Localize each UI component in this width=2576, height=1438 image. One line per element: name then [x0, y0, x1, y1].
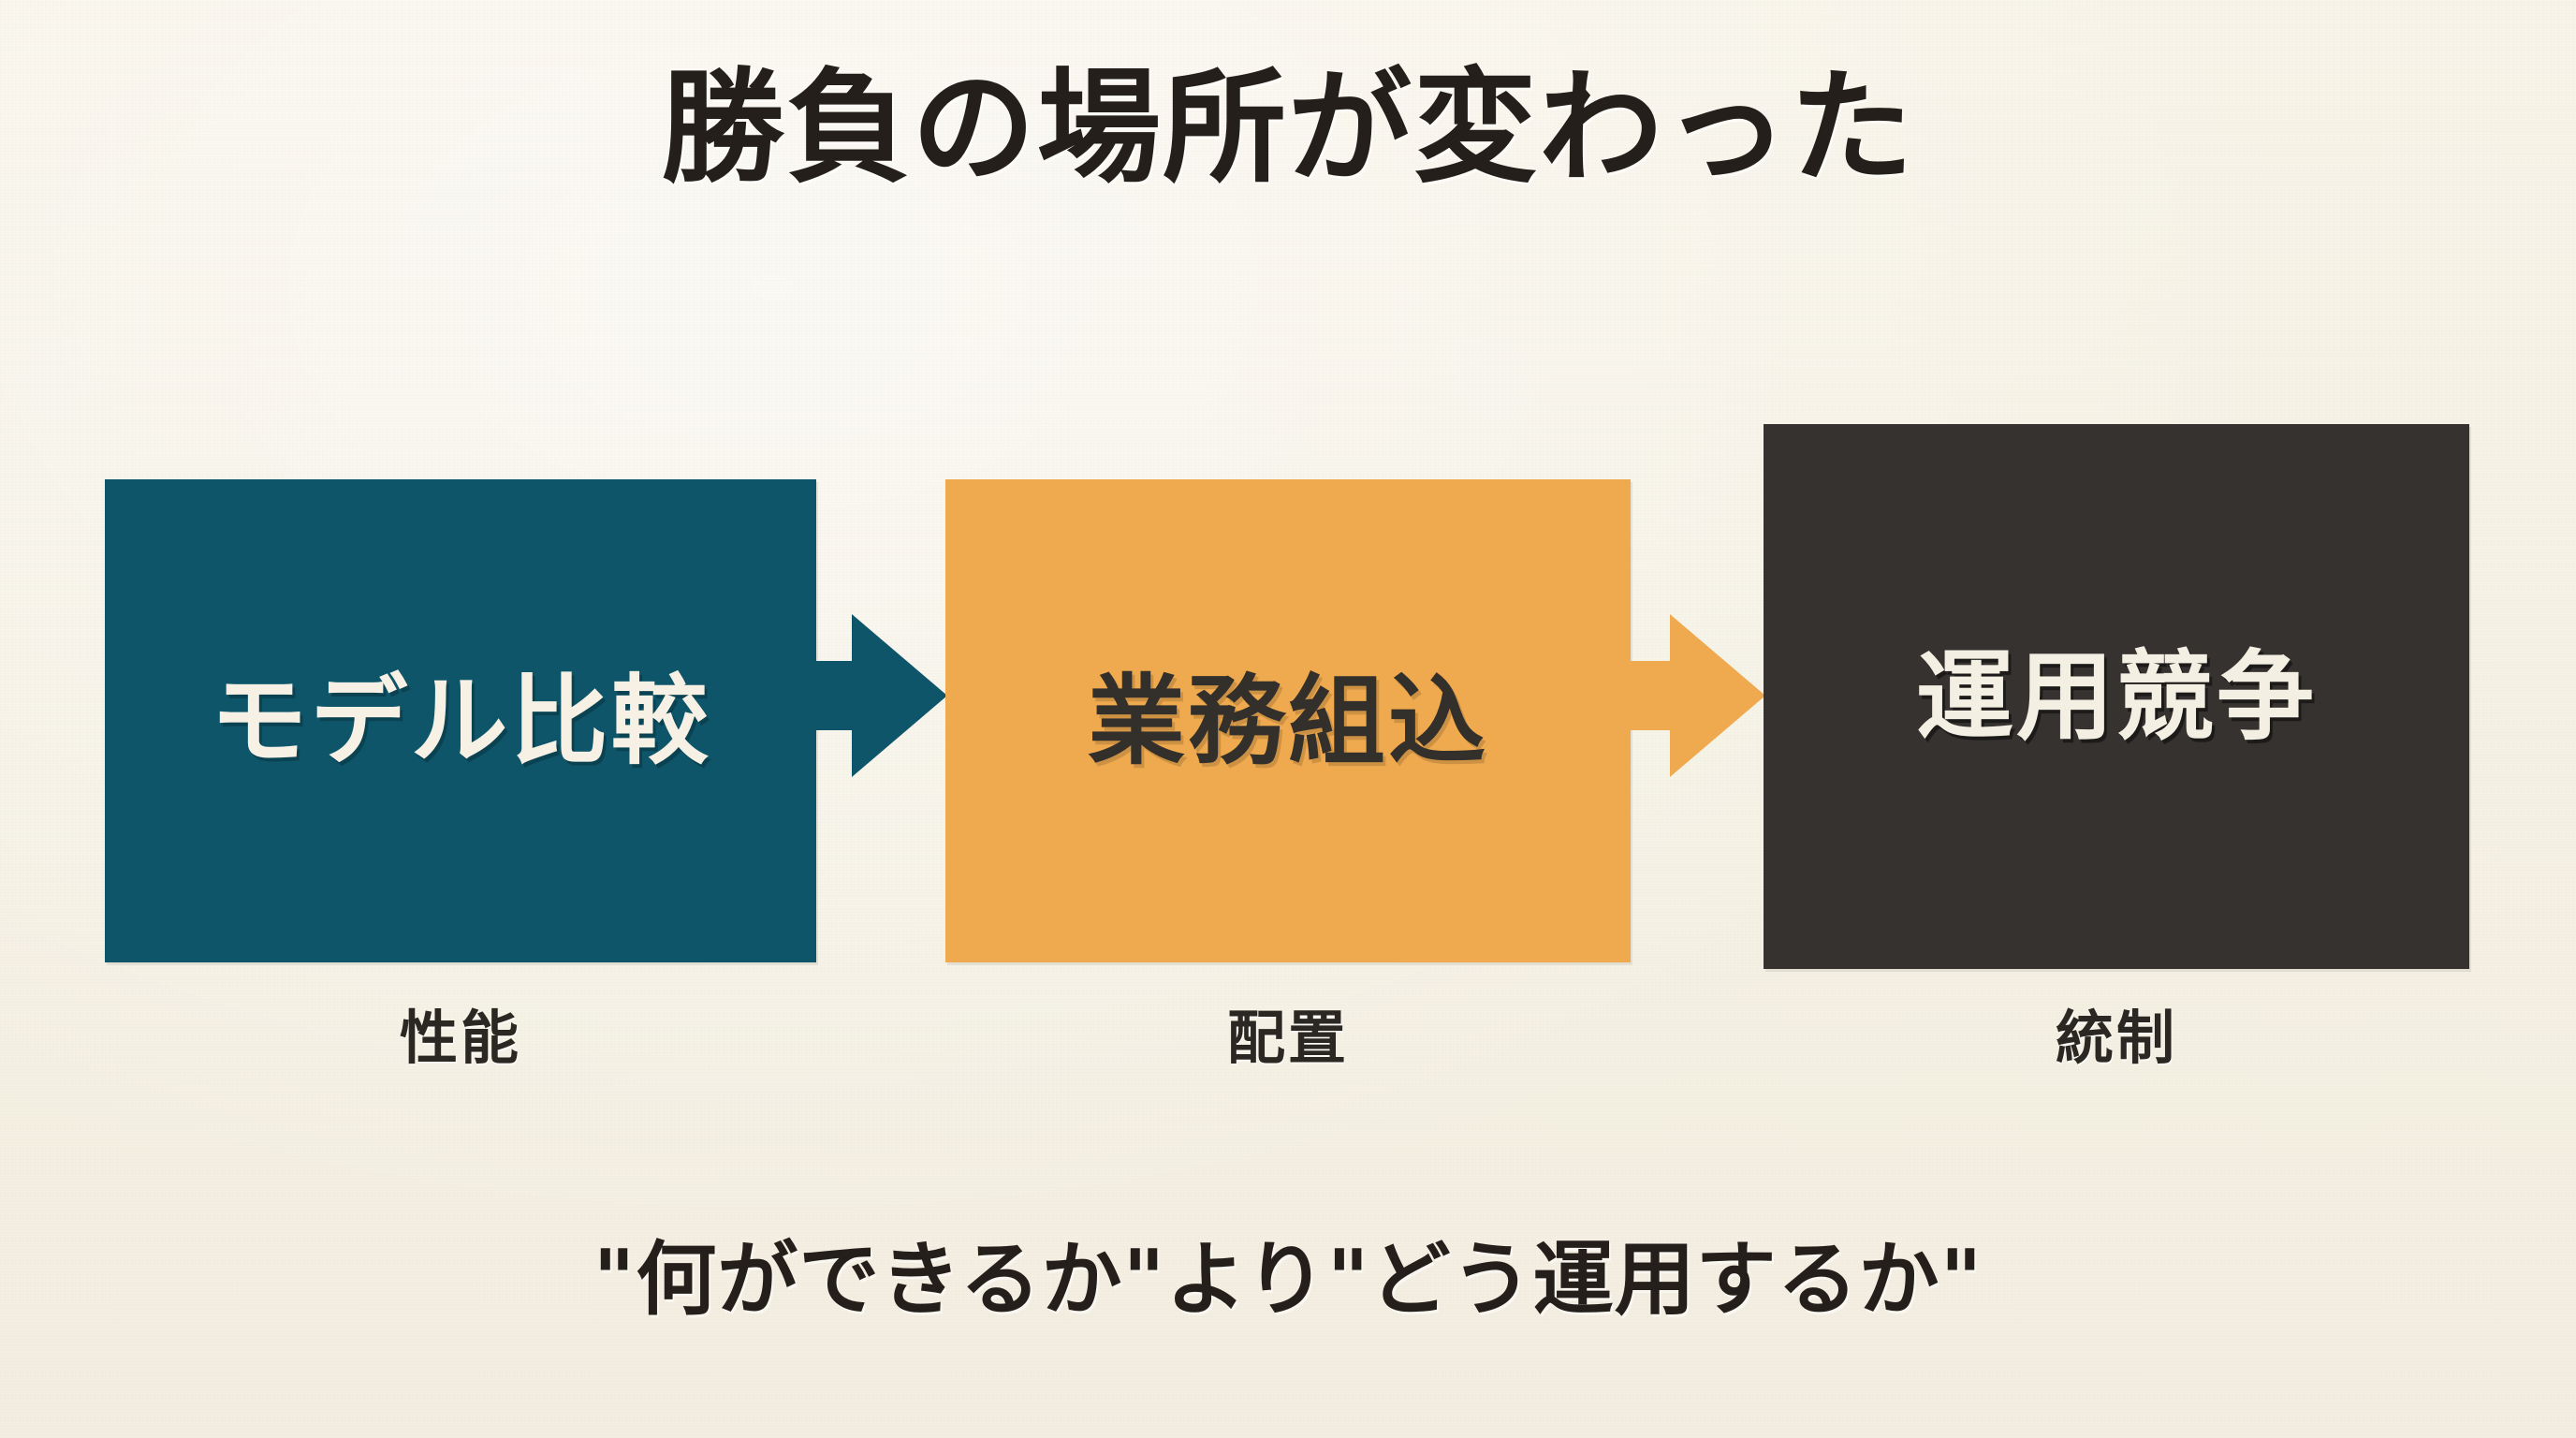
stage-box-business-integration: 業務組込	[945, 479, 1631, 962]
arrow-right-icon	[1578, 607, 1765, 785]
stage-caption: 性能	[399, 1004, 521, 1072]
footer-quote: "何ができるか"より"どう運用するか"	[593, 1233, 1983, 1327]
stage-label: モデル比較	[210, 664, 711, 778]
arrow-right-icon	[760, 607, 947, 785]
stage-box-model-comparison: モデル比較	[105, 479, 816, 962]
page-title: 勝負の場所が変わった	[661, 56, 1915, 200]
stage-label: 業務組込	[1087, 664, 1488, 778]
stage-box-operations-competition: 運用競争	[1764, 424, 2469, 969]
stage-caption: 配置	[1226, 1004, 1349, 1072]
stage-label: 運用競争	[1915, 639, 2317, 754]
stage-caption: 統制	[2055, 1004, 2177, 1072]
